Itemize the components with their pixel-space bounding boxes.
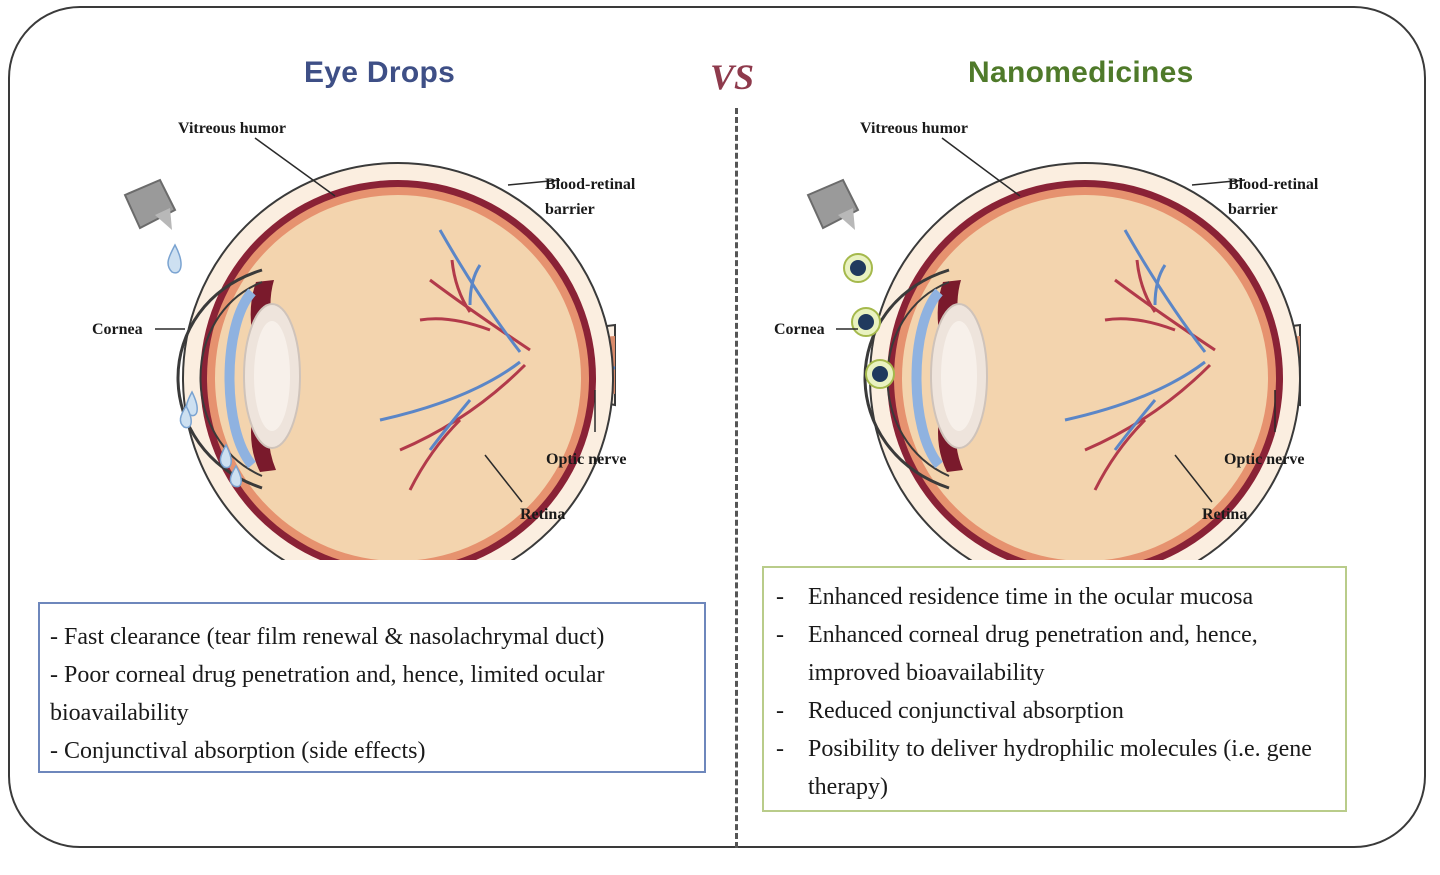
nanomedicines-eye-illustration: Vitreous humor Blood-retinal barrier Cor… [774,120,1319,560]
retinal-vessels-bottom [1064,360,1212,491]
nanoparticle-icon [865,359,895,389]
benefit-item: Posibility to deliver hydrophilic molecu… [776,730,1335,806]
eye-dropper-icon [806,178,860,230]
drawback-item: - Fast clearance (tear film renewal & na… [50,624,605,650]
label-barrier: barrier [545,201,595,218]
eye-drops-drawbacks-box: - Fast clearance (tear film renewal & na… [38,602,706,773]
label-vitreous-humor: Vitreous humor [178,120,286,137]
label-retina: Retina [1202,506,1247,523]
benefit-item: Enhanced corneal drug penetration and, h… [776,616,1335,692]
drawback-item: - Poor corneal drug penetration and, hen… [50,662,605,726]
eye-drops-eye-illustration: Vitreous humor Blood-retinal barrier Cor… [92,120,636,560]
vitreous-body [215,195,581,560]
label-barrier: barrier [1228,201,1278,218]
nanoparticle-icon [851,307,881,337]
label-optic-nerve: Optic nerve [1224,451,1304,468]
label-cornea: Cornea [92,321,143,338]
label-vitreous-humor: Vitreous humor [860,120,968,137]
water-drop-icon [179,404,192,429]
label-cornea: Cornea [774,321,825,338]
retinal-vessels-top [419,229,531,353]
benefit-item: Enhanced residence time in the ocular mu… [776,578,1335,616]
nanoparticle-icon [843,253,873,283]
label-blood-retinal: Blood-retinal [1228,176,1319,193]
eye-dropper-icon [123,178,177,230]
retinal-vessels-bottom [379,360,527,491]
water-drop-icon [229,464,242,488]
cornea-inner [199,281,263,477]
corneal-epithelium [911,288,944,469]
water-drop-icon [219,443,232,469]
vs-label: VS [710,57,755,97]
nanomedicines-benefits-box: Enhanced residence time in the ocular mu… [762,566,1347,812]
eye-drops-title: Eye Drops [304,56,456,89]
drawback-item: - Conjunctival absorption (side effects) [50,738,426,764]
vitreous-body [902,195,1268,560]
label-retina: Retina [520,506,565,523]
corneal-epithelium [224,288,257,469]
nanomedicines-title: Nanomedicines [968,56,1194,89]
cornea [176,268,263,490]
label-blood-retinal: Blood-retinal [545,176,636,193]
retinal-vessels-top [1104,229,1216,353]
water-drop-icon [167,243,182,274]
cornea [863,268,950,490]
label-optic-nerve: Optic nerve [546,451,626,468]
dashed-divider [735,108,738,848]
benefit-item: Reduced conjunctival absorption [776,692,1335,730]
